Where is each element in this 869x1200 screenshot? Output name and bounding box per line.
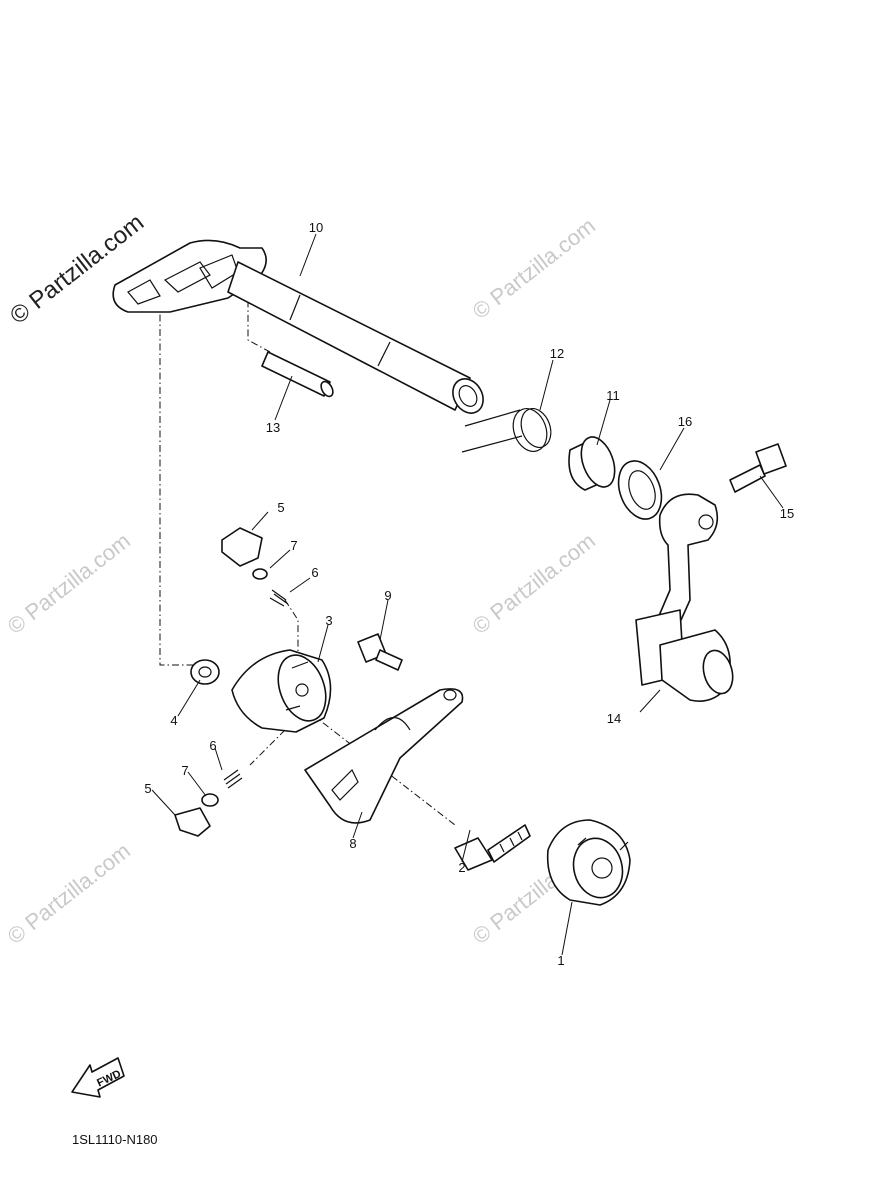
callout-5-upper: 5	[277, 500, 284, 515]
part-5-block-lower	[174, 807, 211, 837]
callout-6-lower: 6	[209, 738, 216, 753]
callout-16: 16	[678, 414, 692, 429]
fwd-arrow-icon: FWD	[71, 1057, 125, 1098]
leader-lines	[151, 233, 784, 956]
part-2-stopper-bolt	[454, 824, 531, 871]
part-3-segment	[231, 649, 332, 733]
part-12-spring	[461, 408, 552, 453]
part-11-collar	[568, 436, 616, 491]
callout-13: 13	[266, 420, 280, 435]
callout-7-lower: 7	[181, 763, 188, 778]
diagram-code: 1SL1110-N180	[72, 1132, 158, 1147]
callout-6-upper: 6	[311, 565, 318, 580]
callout-5-lower: 5	[144, 781, 151, 796]
watermark-faint: © Partzilla.com	[468, 213, 600, 324]
part-7-plunger-lower	[201, 793, 219, 807]
part-15-bolt	[729, 443, 787, 493]
watermark-faint: © Partzilla.com	[3, 528, 135, 639]
callout-7-upper: 7	[290, 538, 297, 553]
part-5-block-upper	[221, 527, 263, 567]
part-7-plunger-upper	[252, 568, 268, 580]
part-10-shift-shaft	[112, 239, 484, 414]
callout-12: 12	[550, 346, 564, 361]
callout-15: 15	[780, 506, 794, 521]
watermark-faint: © Partzilla.com	[3, 838, 135, 949]
callout-11: 11	[606, 388, 620, 403]
part-9-bolt	[357, 633, 403, 671]
part-13-pin	[261, 351, 334, 398]
part-6-spring-lower	[223, 769, 243, 789]
callout-1: 1	[557, 953, 564, 968]
callouts: 10 12 11 16 15 14 13 5 7 6 3 9 4 6 7 5 8…	[144, 220, 794, 968]
callout-9: 9	[384, 588, 391, 603]
callout-4: 4	[170, 713, 177, 728]
part-8-stopper-plate	[304, 688, 464, 824]
part-6-spring-upper	[269, 589, 289, 607]
part-14-shift-pedal	[635, 493, 734, 702]
callout-10: 10	[309, 220, 323, 235]
callout-8: 8	[349, 836, 356, 851]
watermark-faint: © Partzilla.com	[468, 528, 600, 639]
callout-14: 14	[607, 711, 621, 726]
part-4-washer	[190, 659, 220, 685]
part-1-segment-drum	[546, 819, 631, 906]
callout-3: 3	[325, 613, 332, 628]
callout-2: 2	[458, 860, 465, 875]
part-16-oil-seal	[617, 460, 663, 520]
